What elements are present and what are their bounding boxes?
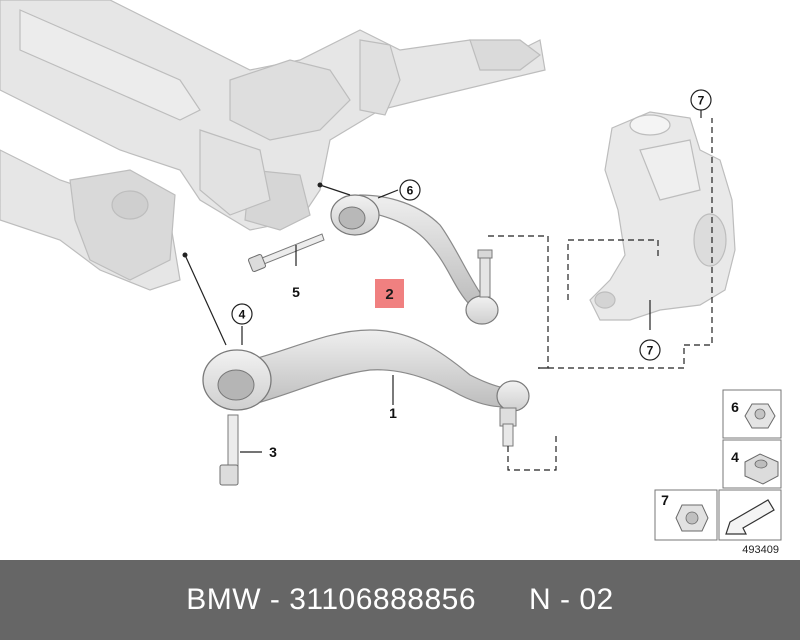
callout-7-top: 7 xyxy=(690,89,712,111)
part-1-control-arm xyxy=(202,329,530,447)
washer-nut-icon xyxy=(744,453,779,485)
svg-text:7: 7 xyxy=(698,94,705,108)
svg-text:4: 4 xyxy=(239,308,246,322)
dashed-reference-lines xyxy=(488,118,713,471)
callout-7-bottom: 7 xyxy=(639,339,661,361)
direction-arrow-icon xyxy=(725,499,775,535)
leader-lines xyxy=(184,110,702,453)
wheel-carrier xyxy=(589,111,736,321)
part-2-control-arm xyxy=(330,194,499,325)
legend-box-6: 6 xyxy=(722,389,782,439)
label-part-1: 1 xyxy=(389,405,397,421)
highlight-part-2: 2 xyxy=(375,279,404,308)
part-3-bolt xyxy=(219,414,239,486)
svg-text:6: 6 xyxy=(407,184,414,198)
legend-box-7: 7 xyxy=(654,489,718,541)
callout-4: 4 xyxy=(231,303,253,325)
label-part-5: 5 xyxy=(292,284,300,300)
svg-text:7: 7 xyxy=(647,344,654,358)
legend-box-4: 4 xyxy=(722,439,782,489)
subframe xyxy=(0,0,546,291)
diagram-id: 493409 xyxy=(742,544,779,556)
leader-dot xyxy=(182,252,188,258)
label-part-3: 3 xyxy=(269,444,277,460)
parts-diagram: 6 4 7 7 1 3 5 2 6 4 7 493 xyxy=(0,0,782,556)
footer-bar: BMW - 31106888856 N - 02 xyxy=(0,560,800,640)
callout-6: 6 xyxy=(399,179,421,201)
leader-dot xyxy=(317,182,323,188)
svg-text:7: 7 xyxy=(661,492,669,508)
part-5-bolt xyxy=(247,233,325,273)
svg-text:6: 6 xyxy=(731,399,739,415)
part-number-caption: BMW - 31106888856 N - 02 xyxy=(186,583,614,616)
svg-text:4: 4 xyxy=(731,449,739,465)
legend-box-arrow xyxy=(718,489,782,541)
svg-text:2: 2 xyxy=(385,286,393,303)
diagram-svg: 6 4 7 7 1 3 5 2 6 4 7 493 xyxy=(0,0,782,556)
